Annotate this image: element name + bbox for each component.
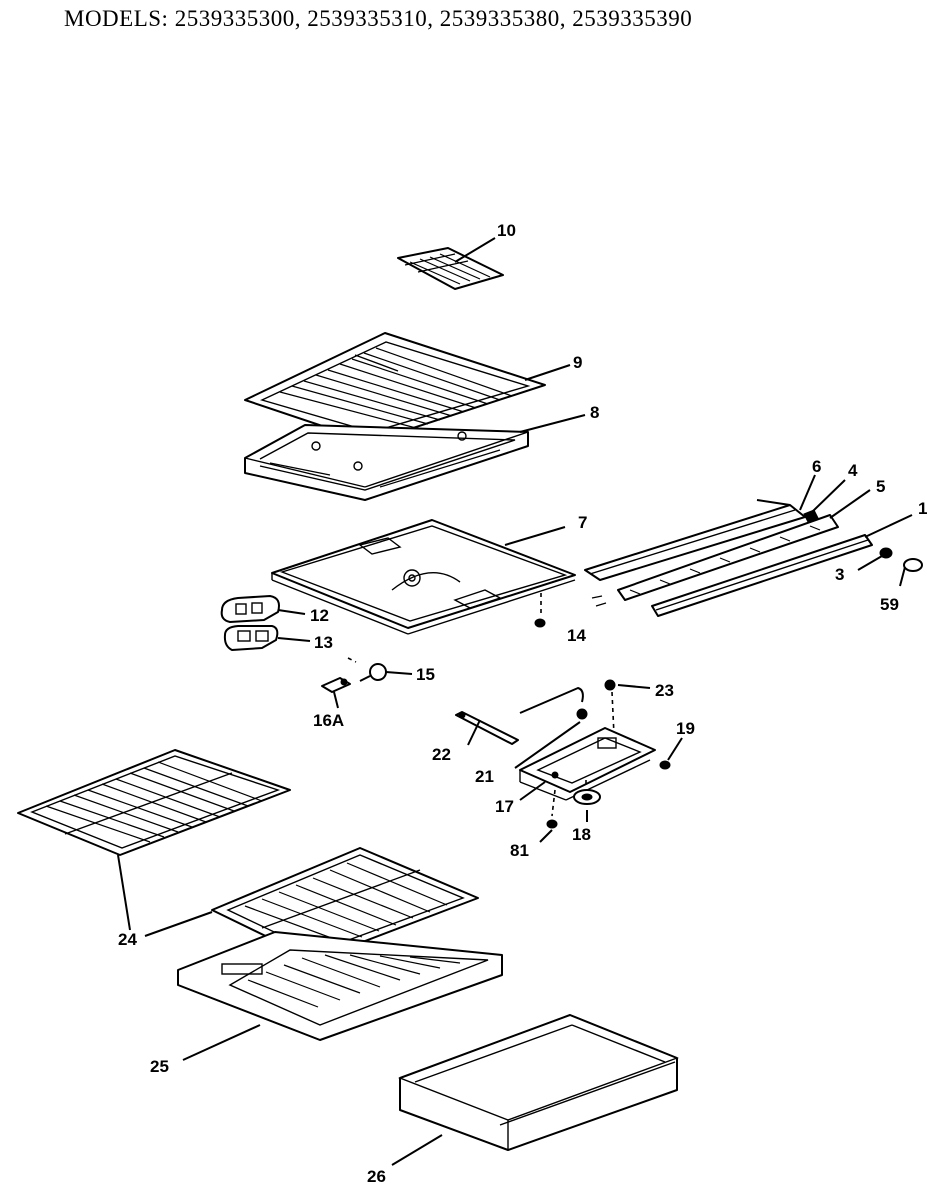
part-25-crisper-cover	[177, 931, 503, 1041]
part-15-bulb	[359, 663, 387, 682]
callout-17: 17	[495, 797, 514, 816]
leader-lines	[117, 237, 913, 1166]
part-17-housing	[519, 727, 656, 801]
part-24-wire-shelf	[17, 749, 291, 856]
callout-5: 5	[876, 477, 885, 496]
callout-25: 25	[150, 1057, 169, 1076]
callout-24: 24	[118, 930, 137, 949]
part-26-drawer	[398, 1014, 679, 1151]
part-22-rod	[455, 711, 519, 745]
callout-7: 7	[578, 513, 587, 532]
part-16a-socket	[321, 677, 351, 693]
part-4-clip	[803, 509, 819, 523]
part-3-cap	[879, 547, 893, 559]
callout-23: 23	[655, 681, 674, 700]
callout-59: 59	[880, 595, 899, 614]
part-8-tray	[244, 424, 529, 501]
callout-22: 22	[432, 745, 451, 764]
callout-19: 19	[676, 719, 695, 738]
part-23-screw	[604, 679, 616, 736]
callout-81: 81	[510, 841, 529, 860]
part-59-screw	[899, 558, 923, 587]
callout-1: 1	[918, 499, 927, 518]
callout-4: 4	[848, 461, 858, 480]
part-13-bracket	[223, 625, 279, 651]
callout-21: 21	[475, 767, 494, 786]
callout-16a: 16A	[313, 711, 344, 730]
part-5-rail	[591, 514, 839, 607]
callout-labels: 10 9 8 7 6 4 5 1 3 59 12 13 14 15 16A 23…	[118, 221, 927, 1186]
callout-13: 13	[314, 633, 333, 652]
callout-15: 15	[416, 665, 435, 684]
callout-8: 8	[590, 403, 599, 422]
part-14-screw	[534, 593, 546, 628]
callout-12: 12	[310, 606, 329, 625]
callout-9: 9	[573, 353, 582, 372]
part-21-wire	[519, 686, 588, 720]
callout-26: 26	[367, 1167, 386, 1186]
part-18-knob	[573, 780, 601, 805]
callout-14: 14	[567, 626, 586, 645]
part-9-top-shelf	[244, 332, 546, 443]
callout-6: 6	[812, 457, 821, 476]
part-12-bracket	[220, 595, 280, 623]
callout-3: 3	[835, 565, 844, 584]
models-header: MODELS: 2539335300, 2539335310, 25393353…	[64, 6, 693, 31]
part-10-grille	[397, 247, 504, 290]
callout-10: 10	[497, 221, 516, 240]
callout-18: 18	[572, 825, 591, 844]
part-81-screw	[546, 789, 558, 829]
part-7-cover	[271, 519, 576, 635]
part-19-fastener	[659, 760, 671, 770]
part-1-rod	[651, 534, 873, 617]
